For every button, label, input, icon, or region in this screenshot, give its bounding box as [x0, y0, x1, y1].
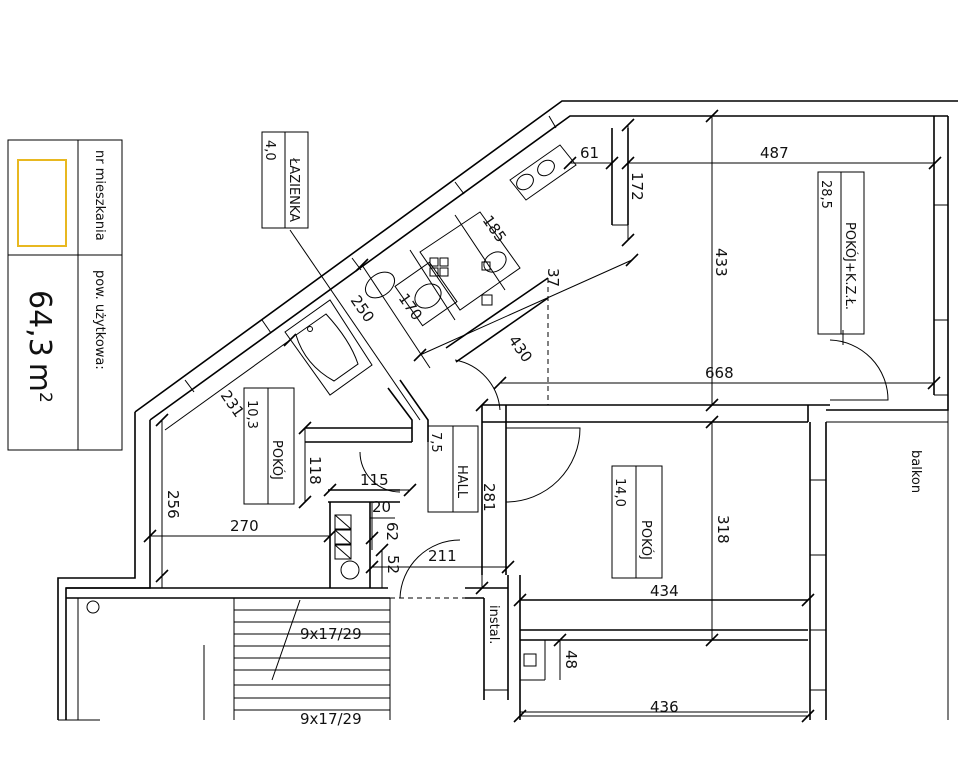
room-name-room-right: POKÓJ	[638, 520, 654, 560]
usable-area-unit-sup: 2	[35, 392, 55, 403]
room-name-bathroom: ŁAZIENKA	[286, 157, 301, 222]
dim-436: 436	[650, 698, 679, 716]
room-label-bathroom: 4,0 ŁAZIENKA	[261, 131, 309, 229]
dim-52: 52	[384, 555, 402, 574]
svg-text:64,3m2: 64,3 m2	[22, 290, 57, 403]
room-label-living-room: 28,5 POKÓJ+K.Z.Ł.	[817, 171, 865, 335]
stairs-label-1: 9x17/29	[300, 625, 362, 643]
usable-area-label: pow. użytkowa:	[92, 270, 107, 370]
stairs-label-2: 9x17/29	[300, 710, 362, 728]
dim-61: 61	[580, 144, 599, 162]
dim-433: 433	[712, 248, 730, 277]
room-name-living-room: POKÓJ+K.Z.Ł.	[842, 222, 858, 310]
dim-37: 37	[544, 268, 562, 287]
dim-170: 170	[395, 290, 426, 324]
room-name-hall: HALL	[454, 465, 469, 499]
room-label-hall: 7,5 HALL	[427, 425, 479, 513]
usable-area-unit: m	[22, 363, 57, 392]
dim-48: 48	[562, 650, 580, 669]
dim-211: 211	[428, 547, 457, 565]
dim-231: 231	[217, 387, 248, 421]
dim-281: 281	[480, 483, 498, 512]
dim-270: 270	[230, 517, 259, 535]
room-area-room-left: 10,3	[244, 400, 259, 429]
dim-434: 434	[650, 582, 679, 600]
installation-label: instal.	[486, 605, 501, 644]
doors	[359, 339, 889, 599]
dim-20: 20	[372, 498, 391, 516]
kitchen-counter	[419, 211, 521, 311]
dimension-lines	[143, 109, 942, 723]
dim-430: 430	[505, 332, 536, 366]
apartment-number-field	[17, 159, 67, 247]
room-area-room-right: 14,0	[612, 478, 627, 507]
room-area-bathroom: 4,0	[262, 140, 277, 161]
room-area-living-room: 28,5	[818, 180, 833, 209]
legend-frame	[7, 139, 123, 451]
apartment-number-label: nr mieszkania	[92, 150, 107, 241]
dim-62: 62	[383, 522, 401, 541]
room-name-room-left: POKÓJ	[269, 440, 285, 480]
bathtub	[284, 299, 373, 396]
room-label-room-left: 10,3 POKÓJ	[243, 387, 295, 505]
dim-250: 250	[347, 292, 378, 326]
legend-box: nr mieszkania pow. użytkowa: 64,3 m2	[7, 139, 123, 451]
dim-256: 256	[164, 490, 182, 519]
storage-shelves	[334, 514, 360, 580]
room-label-room-right: 14,0 POKÓJ	[611, 465, 663, 579]
balcony-label: balkon	[908, 450, 923, 493]
dim-115: 115	[360, 471, 389, 489]
room-area-hall: 7,5	[428, 432, 443, 453]
kitchen-sink	[509, 144, 577, 201]
dim-487: 487	[760, 144, 789, 162]
dim-318: 318	[714, 515, 732, 544]
staircase: 9x17/29 9x17/29	[203, 598, 391, 728]
outer-walls	[57, 100, 958, 720]
usable-area-value: 64,3	[22, 290, 57, 357]
dim-668: 668	[705, 364, 734, 382]
dim-118: 118	[306, 456, 324, 485]
toilet	[364, 271, 396, 299]
dim-172: 172	[628, 172, 646, 201]
washbasin	[394, 261, 458, 327]
